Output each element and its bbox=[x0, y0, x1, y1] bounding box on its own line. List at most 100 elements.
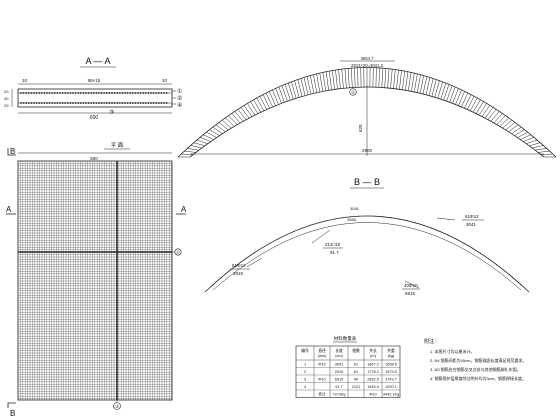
stirrup-tick bbox=[326, 220, 327, 222]
rebar-dot bbox=[87, 92, 90, 94]
stirrup-tick bbox=[220, 277, 222, 279]
rebar-dot bbox=[48, 92, 51, 94]
rebar-dot bbox=[126, 102, 129, 104]
rebar-dot bbox=[35, 92, 38, 94]
rebar-dot bbox=[144, 102, 147, 104]
stirrup-tick bbox=[245, 258, 246, 260]
stirrup-tick bbox=[285, 234, 287, 236]
stirrup-tick bbox=[415, 222, 417, 224]
stirrup-tick bbox=[382, 216, 384, 218]
rebar-dot bbox=[163, 102, 165, 104]
stirrup-tick bbox=[236, 264, 238, 266]
rebar-dot bbox=[85, 92, 87, 94]
bb-inner-dim: 2665 bbox=[347, 217, 357, 222]
rebar-dot bbox=[100, 92, 103, 94]
rebar-dot bbox=[27, 92, 30, 94]
rebar-dot bbox=[53, 102, 56, 104]
table-title: 材料数量表 bbox=[334, 335, 357, 342]
stirrup-tick bbox=[431, 227, 433, 229]
rebar-dot bbox=[129, 102, 132, 104]
stirrup-tick bbox=[512, 277, 514, 279]
table-header-cell: 根数 bbox=[352, 348, 360, 353]
table-header-cell: 直径 bbox=[318, 348, 326, 353]
note-item: 3. N3 钢筋应在钢筋交叉点处与其他钢筋绑扎牢固。 bbox=[430, 366, 521, 372]
rebar-dot bbox=[74, 92, 77, 94]
table-cell: 2915 bbox=[335, 370, 343, 374]
note-item: 4. 钢筋保护层厚度除注明外均为3cm，钢筋焊接长度。 bbox=[430, 375, 526, 381]
rebar-dot bbox=[74, 102, 77, 104]
table-header-cell: (cm) bbox=[335, 354, 343, 358]
rebar-dot bbox=[35, 102, 38, 104]
rebar-dot bbox=[103, 92, 106, 94]
rebar-dot bbox=[126, 92, 129, 94]
table-header-cell: 共重 bbox=[387, 348, 395, 353]
table-cell: 1 bbox=[304, 363, 306, 367]
rebar-dot bbox=[90, 102, 93, 104]
table-cell: 40 bbox=[354, 378, 358, 382]
rebar-dot bbox=[139, 102, 142, 104]
stirrup-tick bbox=[317, 222, 319, 224]
rebar-dot bbox=[121, 92, 124, 94]
section-bb-title: B — B bbox=[354, 177, 380, 187]
rebar-dot bbox=[98, 102, 100, 104]
rebar-dot bbox=[85, 102, 87, 104]
table-cell: 91.7 bbox=[335, 385, 342, 389]
rebar-dot bbox=[131, 92, 134, 94]
rebar-dot bbox=[152, 102, 155, 104]
rebar-dot bbox=[95, 92, 98, 94]
stirrup-tick bbox=[455, 238, 457, 240]
rebar-dot bbox=[38, 102, 41, 104]
rebar-dot bbox=[33, 102, 35, 104]
bb-label-low: 40Φ10 bbox=[404, 283, 418, 288]
callout-3: ③ bbox=[109, 109, 114, 116]
callout-4: ④ bbox=[177, 102, 182, 109]
bb-label-mid: 212□10 bbox=[325, 242, 341, 247]
rebar-dot bbox=[152, 92, 155, 94]
stirrup-tick bbox=[390, 217, 392, 219]
stirrup-tick bbox=[463, 242, 465, 244]
table-header-cell: 编号 bbox=[301, 348, 309, 353]
bb-label-r1: 61Φ12 bbox=[465, 214, 479, 219]
table-cell: 1658.6 bbox=[385, 363, 397, 367]
rebar-dot bbox=[98, 92, 100, 94]
arch-span-dim: 2900 bbox=[362, 148, 373, 153]
rebar-dot bbox=[51, 92, 54, 94]
rebar-dot bbox=[134, 102, 137, 104]
rebar-dot bbox=[121, 102, 124, 104]
cut-marker-b-top bbox=[7, 148, 16, 156]
notes-heading: 附注： bbox=[424, 338, 439, 345]
rebar-dot bbox=[33, 92, 35, 94]
table-cell: Φ10 bbox=[318, 378, 325, 382]
stirrup-tick bbox=[301, 227, 303, 229]
table-header-cell: 共长 bbox=[369, 348, 377, 353]
callout-bubble bbox=[349, 88, 357, 96]
stirrup-tick bbox=[309, 224, 311, 226]
stirrup-tick bbox=[504, 270, 506, 272]
rebar-dot bbox=[157, 102, 160, 104]
dim-left-c: 20 bbox=[4, 103, 9, 108]
section-aa-title: A — A bbox=[85, 56, 110, 66]
arch-top-label-1: 3064.7 bbox=[361, 56, 374, 61]
rebar-dot bbox=[72, 92, 74, 94]
rebar-dot bbox=[46, 102, 48, 104]
stirrup-tick bbox=[496, 264, 498, 266]
stirrup-tick bbox=[488, 258, 489, 260]
rebar-dot bbox=[90, 92, 93, 94]
table-cell: 1579.0 bbox=[385, 370, 397, 374]
rebar-dot bbox=[165, 102, 168, 104]
rebar-dot bbox=[113, 92, 116, 94]
table-cell: 1778.2 bbox=[367, 370, 379, 374]
bb-label-l1b: 2915 bbox=[233, 271, 244, 276]
table-cell: 2121 bbox=[352, 385, 360, 389]
stirrup-tick bbox=[407, 220, 408, 222]
table-cell: 2832.5 bbox=[367, 378, 379, 382]
table-header-cell: (mm) bbox=[318, 354, 328, 358]
rebar-dot bbox=[105, 102, 108, 104]
rebar-dot bbox=[87, 102, 90, 104]
rebar-dot bbox=[163, 92, 165, 94]
rebar-dot bbox=[108, 102, 111, 104]
table-cell: Φ10 bbox=[369, 393, 376, 397]
arch-elevation: 620 2900 3064.7 2913×20=3041.3 ② bbox=[177, 56, 557, 158]
